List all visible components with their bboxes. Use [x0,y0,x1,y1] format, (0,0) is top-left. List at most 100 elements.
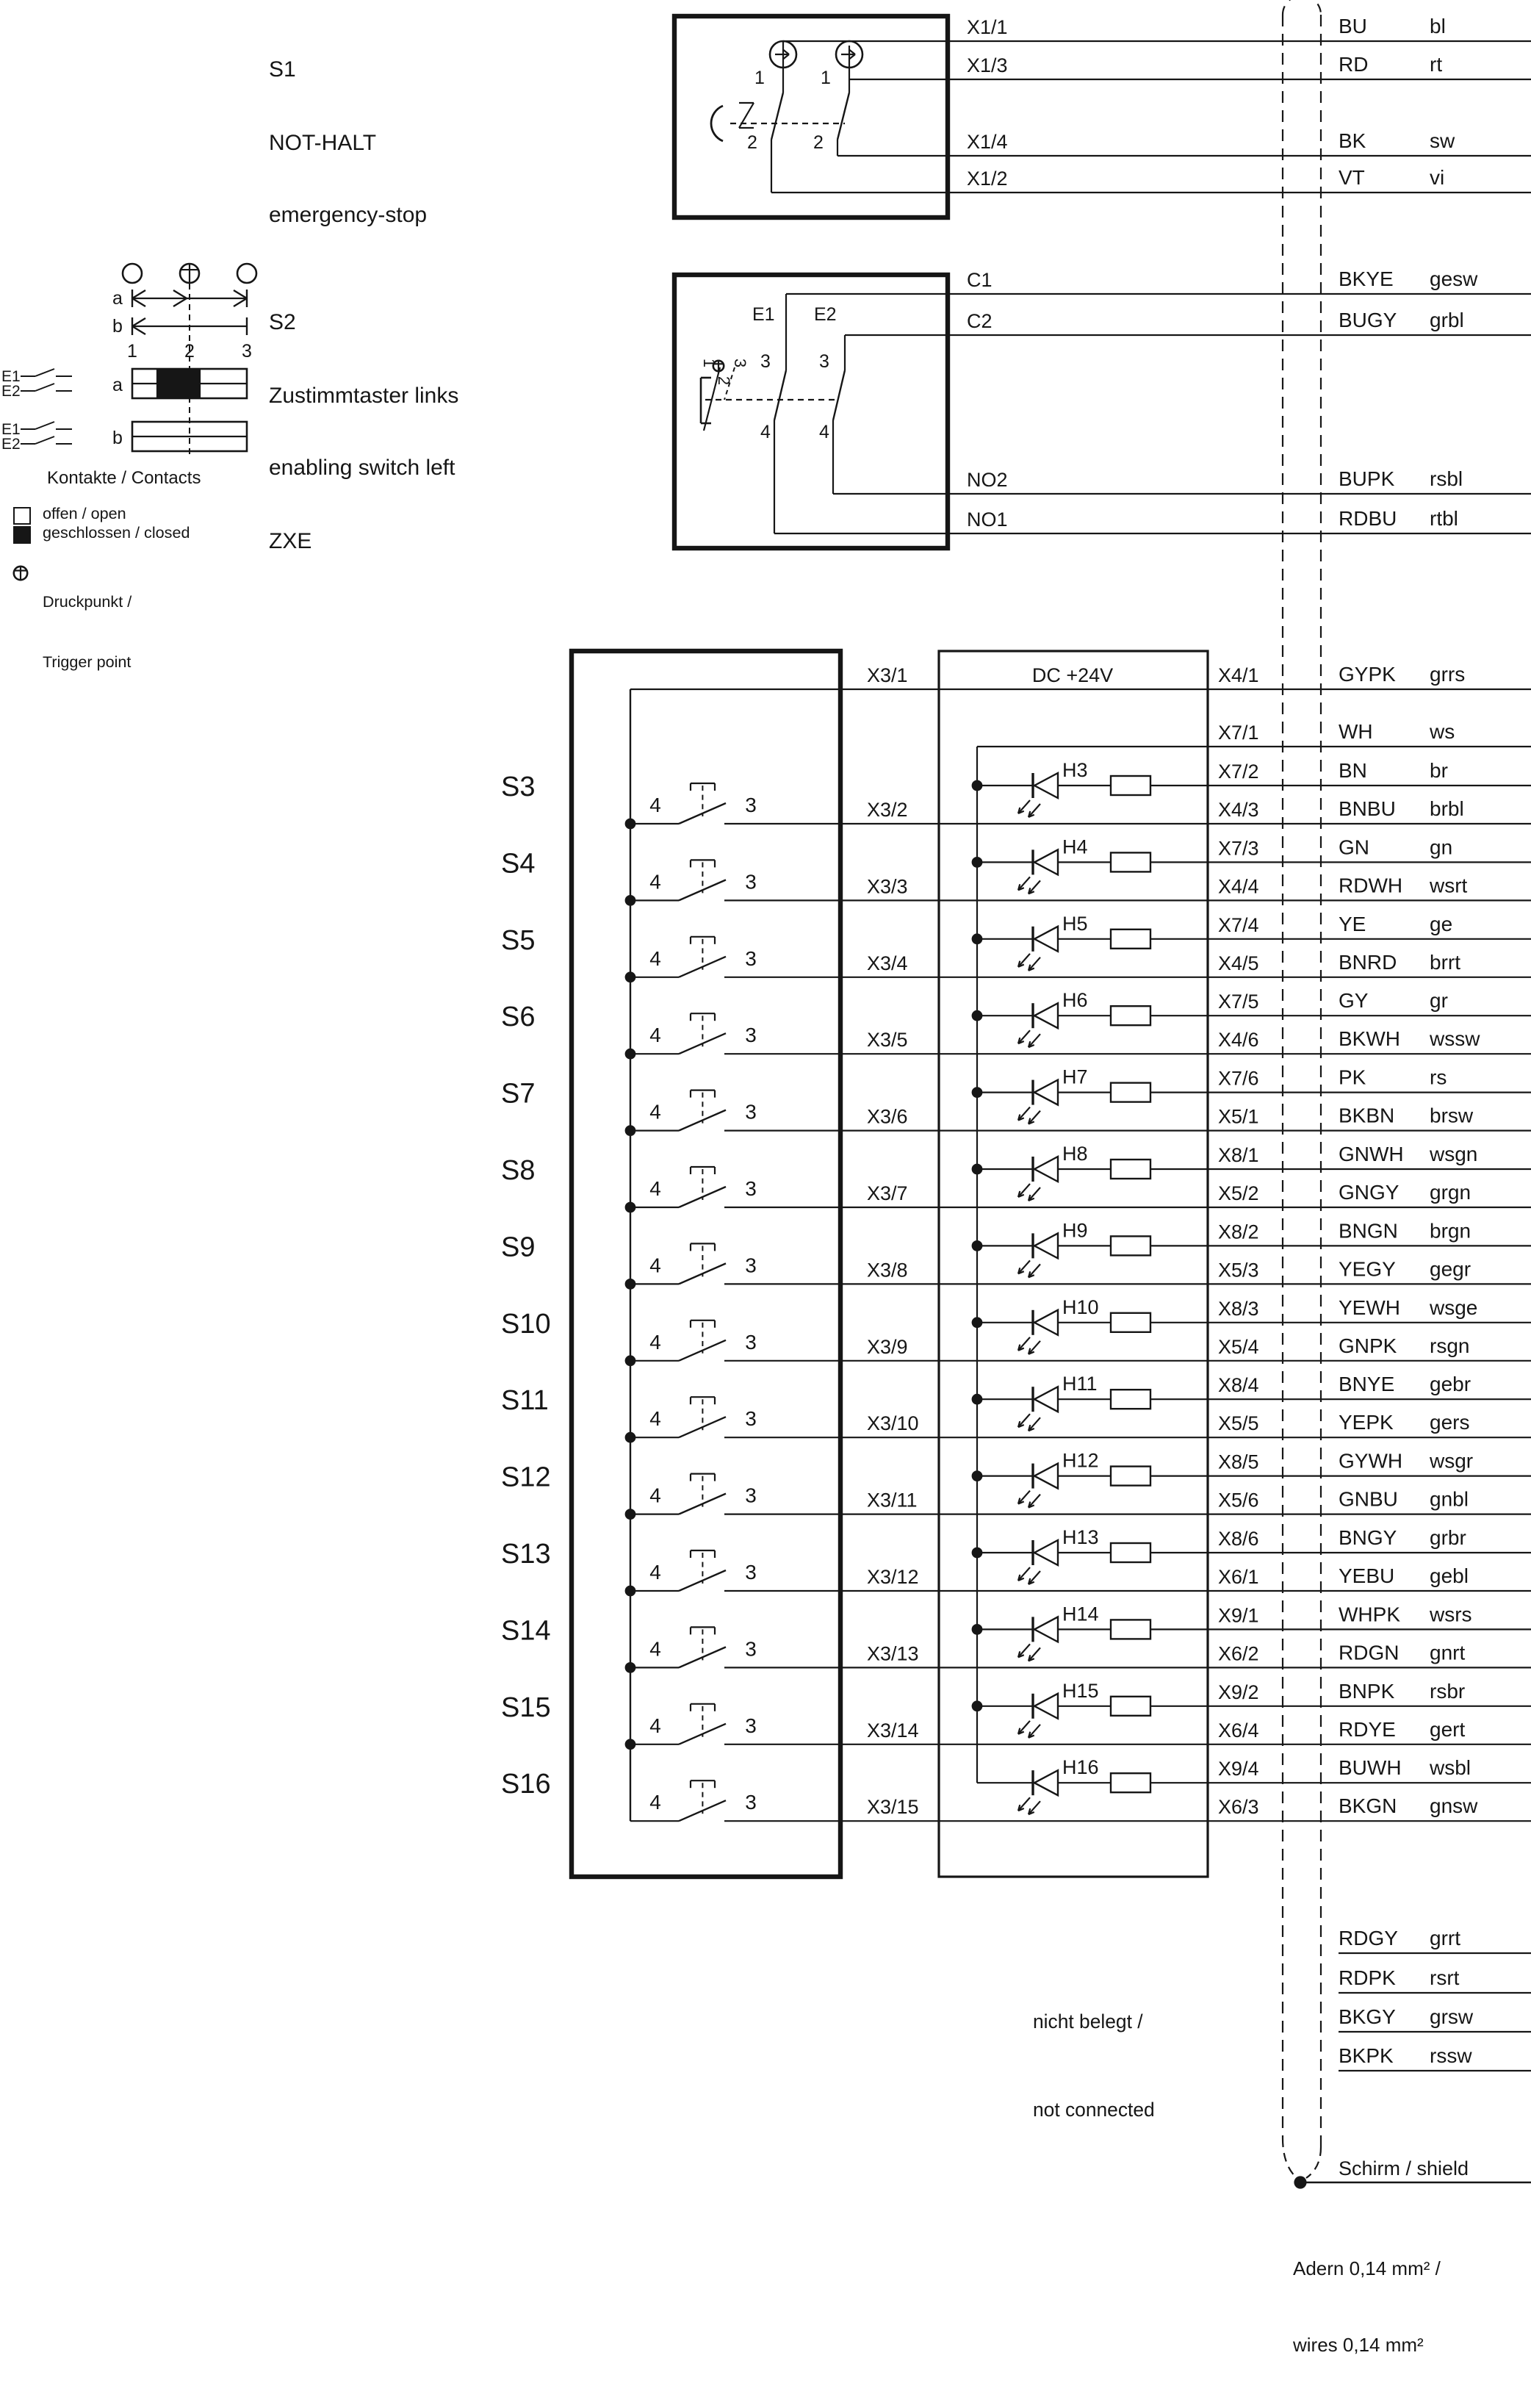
forced-opening-icon [782,54,790,60]
wire-color-abbr: ws [1429,720,1455,743]
wire-color-code: YEGY [1339,1257,1396,1280]
wire-color-abbr: gegr [1430,1257,1471,1280]
wire-color-code: BNGN [1339,1219,1398,1242]
led-emission-arrow-icon [1017,1643,1031,1658]
led-ref: H8 [1062,1143,1088,1165]
led-ref: H5 [1062,913,1088,935]
switch-ref: S4 [501,848,535,879]
led-emission-arrow-icon [1017,1797,1031,1811]
wire-color-abbr: grgn [1430,1181,1471,1204]
s1-terminal-pin: X1/3 [967,54,1008,76]
legend-trigger-label: Druckpunkt / Trigger point [43,554,132,714]
pin-label: X3/7 [867,1182,908,1204]
contact-number: 3 [819,351,829,372]
trigger-label-line2: Trigger point [43,653,132,672]
pin-label: X8/1 [1218,1144,1259,1166]
pin-label: X5/2 [1218,1182,1259,1204]
wire-color-abbr: grrs [1430,663,1465,686]
wire-color-code: BNYE [1339,1373,1394,1395]
wire-color-abbr: br [1430,759,1448,782]
wire-color-code: GNGY [1339,1181,1399,1204]
contact-number: 3 [745,870,757,893]
pin-label: X3/9 [867,1336,908,1358]
pin-label: X9/2 [1218,1681,1259,1703]
pin-label: X3/11 [867,1489,918,1512]
wire-color-abbr: rsrt [1430,1966,1460,1989]
led-emission-arrow-icon [1017,887,1025,891]
led-emission-arrow-icon [1028,1493,1041,1509]
led-emission-arrow-icon [1028,1110,1041,1125]
led-ref: H16 [1062,1756,1099,1778]
led-emission-arrow-icon [1028,1274,1035,1279]
pin-label: X8/5 [1218,1451,1259,1473]
led-emission-arrow-icon [1028,1340,1041,1355]
led-ref: H3 [1062,759,1088,781]
led-emission-arrow-icon [1017,1259,1031,1275]
position-label: 3 [731,359,749,367]
wire-color-abbr: gnsw [1430,1794,1478,1817]
wire-color-code: BKWH [1339,1027,1400,1050]
contact-number: 3 [745,1101,757,1124]
contact-number: 4 [649,1791,661,1814]
led-emission-arrow-icon [1028,1504,1035,1509]
wire-color-code: RDPK [1339,1966,1396,1989]
contact-number: 4 [649,1254,661,1276]
wire-color-abbr: rsbr [1430,1680,1465,1703]
wire-color-abbr: gebl [1430,1564,1469,1587]
led-icon [1032,772,1059,799]
contact-number: 3 [745,1254,757,1276]
pin-label: X6/2 [1218,1642,1259,1664]
switch-ref: S7 [501,1079,535,1110]
switch-ref: S10 [501,1309,551,1340]
wire-color-abbr: gesw [1430,267,1478,290]
pin-label: X3/5 [867,1029,908,1051]
wire-color-code: WH [1339,720,1373,743]
wire-color-code: WHPK [1339,1603,1400,1625]
junction-dot [1294,2176,1307,2189]
led-ref: H12 [1062,1450,1099,1472]
mini-contact [35,383,55,392]
switch-ref: S12 [501,1462,551,1493]
wire-note: Adern 0,14 mm² / wires 0,14 mm² [1293,2206,1441,2408]
wire-color-abbr: grrt [1430,1927,1460,1949]
cable-boundary-left [1281,2138,1296,2177]
contact-number: 4 [649,1714,661,1737]
s1-terminal-pin: X1/2 [967,168,1008,190]
led-emission-arrow-icon [1017,1337,1031,1351]
switch-ref: S13 [501,1539,551,1570]
led-emission-arrow-icon [1017,1117,1025,1121]
resistor-icon [1109,1082,1152,1103]
contact-number: 3 [745,1714,757,1737]
led-emission-arrow-icon [1017,963,1025,968]
led-emission-arrow-icon [1028,1263,1041,1279]
pin-label: X3/8 [867,1259,908,1281]
travel-row-label: a [112,288,123,309]
element-label: E1 [1,421,21,438]
wire-color-abbr: grsw [1430,2005,1474,2028]
wire-color-abbr: rtbl [1430,507,1458,530]
s1-heading: S1 NOT-HALT emergency-stop [269,10,427,277]
led-emission-arrow-icon [1028,1351,1035,1355]
legend-open-square-icon [13,507,31,525]
led-icon [1032,1769,1059,1797]
contact-number: 2 [813,132,824,153]
led-emission-arrow-icon [1028,1734,1035,1739]
led-ref: H9 [1062,1219,1088,1241]
wire-color-code: BU [1339,15,1367,37]
led-icon [1032,924,1059,953]
resistor-icon [1109,1388,1152,1410]
led-emission-arrow-icon [1017,1413,1031,1428]
pin-label: X7/1 [1218,722,1259,744]
s1-enclosure-box [671,13,951,220]
travel-row-label: b [112,316,123,337]
switch-ref: S15 [501,1692,551,1723]
contact-number: 3 [745,1791,757,1814]
wire-color-abbr: gers [1430,1411,1469,1434]
led-emission-arrow-icon [1028,891,1035,895]
wire-color-code: BKPK [1339,2044,1394,2067]
led-icon [1032,1462,1059,1490]
wire-color-code: BNGY [1339,1526,1397,1549]
wire-color-code: YEWH [1339,1296,1400,1319]
pin-label: X6/1 [1218,1566,1259,1588]
